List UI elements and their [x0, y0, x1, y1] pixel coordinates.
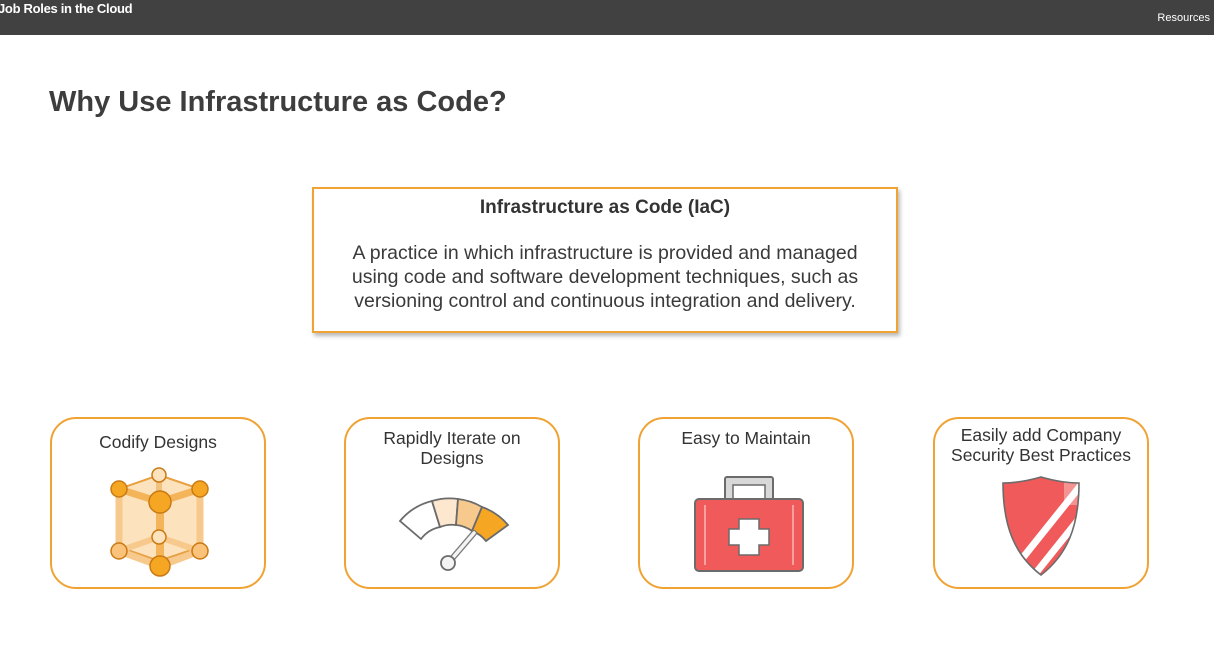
shield-icon	[1002, 476, 1080, 577]
card-label: Rapidly Iterate on Designs	[383, 428, 521, 468]
cube-network-icon	[110, 467, 209, 577]
card-easy-to-maintain[interactable]: Easy to Maintain	[638, 417, 854, 589]
card-label: Easily add Company Security Best Practic…	[951, 425, 1131, 465]
gauge-icon	[398, 497, 510, 571]
card-label: Codify Designs	[99, 432, 217, 452]
course-title: Job Roles in the Cloud	[0, 1, 133, 16]
top-bar: Job Roles in the Cloud Resources	[0, 0, 1214, 35]
resources-link[interactable]: Resources	[1157, 12, 1210, 24]
definition-box: Infrastructure as Code (IaC) A practice …	[312, 187, 898, 333]
card-label: Easy to Maintain	[681, 428, 811, 448]
card-security-best-practices[interactable]: Easily add Company Security Best Practic…	[933, 417, 1149, 589]
card-rapidly-iterate[interactable]: Rapidly Iterate on Designs	[344, 417, 560, 589]
definition-body: A practice in which infrastructure is pr…	[351, 242, 859, 312]
card-codify-designs[interactable]: Codify Designs	[50, 417, 266, 589]
first-aid-kit-icon	[694, 476, 804, 572]
definition-title: Infrastructure as Code (IaC)	[479, 197, 731, 218]
page-title: Why Use Infrastructure as Code?	[49, 86, 507, 118]
